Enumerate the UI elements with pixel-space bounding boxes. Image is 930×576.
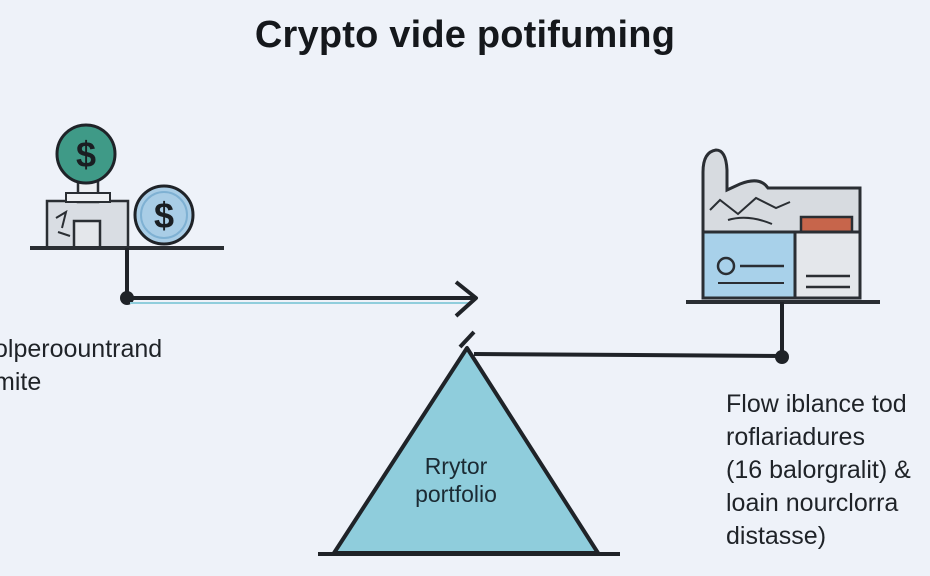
coin-symbol: $ [154, 195, 174, 236]
left-caption-line: olperoountrand [0, 335, 163, 363]
right-caption-line: distasse) [726, 522, 827, 550]
fulcrum-label-line: Rrytor [424, 453, 488, 479]
right-caption-line: (16 balorgralit) & [726, 456, 911, 484]
file-lines-icon [793, 230, 862, 300]
portfolio-fulcrum [318, 346, 620, 556]
fulcrum-label: Rrytor portfolio [376, 452, 536, 508]
right-caption-line: Flow iblance tod [726, 390, 907, 418]
right-caption-line: loain nourclorra [726, 489, 899, 517]
document-card-icon [701, 230, 797, 300]
rock-image-icon [701, 148, 862, 298]
left-asset-group: $ $ [30, 123, 224, 250]
right-caption-line: roflariadures [726, 423, 865, 451]
left-caption: olperoountrand mite [0, 333, 162, 399]
page-title: Crypto vide potifuming [254, 14, 676, 56]
left-caption-line: mite [0, 368, 42, 396]
flow-arrow [120, 248, 478, 318]
balance-beam [458, 302, 789, 364]
fulcrum-label-line: portfolio [415, 481, 497, 507]
right-asset-group [686, 148, 880, 304]
right-caption: Flow iblance tod roflariadures (16 balor… [726, 388, 911, 553]
dollar-coin-icon: $ [133, 184, 195, 246]
bank-building-icon [45, 174, 130, 250]
dollar-coin-icon: $ [55, 123, 117, 185]
coin-symbol: $ [76, 134, 96, 175]
